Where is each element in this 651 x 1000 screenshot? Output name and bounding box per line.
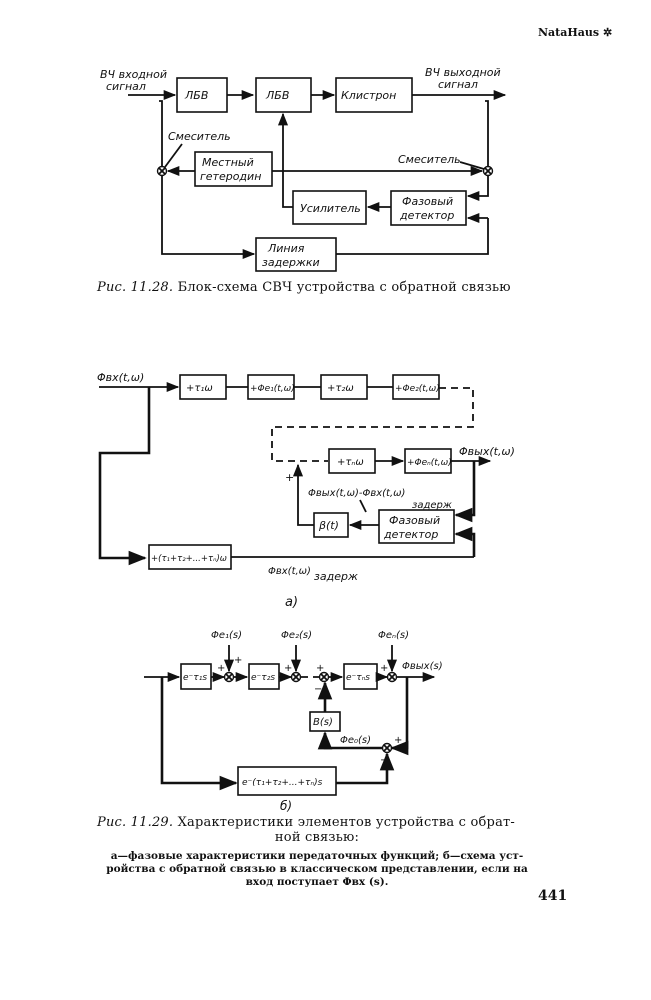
dashed-continuation xyxy=(271,387,474,462)
block-phi-e2 xyxy=(392,374,440,400)
caption-11-29-line1: Характеристики элементов устройства с об… xyxy=(177,815,515,830)
block-exp-delay-label: e⁻(τ₁+τ₂+...+τₙ)s xyxy=(242,778,323,788)
disturbance-1-label: Φe₁(s) xyxy=(211,630,242,641)
block-exp-delay xyxy=(237,766,337,796)
coupler-left xyxy=(159,100,163,167)
plus-sign: + xyxy=(285,471,294,484)
block-local-oscillator-line2: гетеродин xyxy=(200,170,261,183)
block-exp-tau1 xyxy=(180,663,212,690)
block-twt2-label: ЛБВ xyxy=(265,89,289,102)
sign-plus-4: + xyxy=(316,663,324,674)
block-delay-line-line2: задержки xyxy=(262,256,320,269)
block-klystron xyxy=(335,77,413,113)
block-delay-line-line1: Линия xyxy=(267,242,305,255)
sign-plus-1: + xyxy=(217,663,225,674)
block-amplifier-label: Усилитель xyxy=(300,202,361,215)
logo-text: NataHaus xyxy=(538,26,600,39)
block-phi-e1 xyxy=(247,374,295,400)
block-delay-sum xyxy=(148,544,232,570)
difference-label: Φвых(t,ω)-Φвх(t,ω) xyxy=(308,488,405,499)
block-twt2 xyxy=(255,77,312,113)
figure-11-28: ВЧ входной сигнал ЛБВ ЛБВ Клистрон ВЧ вы… xyxy=(100,66,507,272)
block-tau1-label: +τ₁ω xyxy=(186,383,213,394)
caption-11-29-num: Рис. 11.29. xyxy=(97,815,174,830)
caption-desc-line1: а—фазовые характеристики передаточных фу… xyxy=(110,850,524,862)
block-phase-detector xyxy=(390,190,467,226)
block-phi-e1-label: +Φe₁(t,ω) xyxy=(250,384,295,394)
block-tau2-label: +τ₂ω xyxy=(327,383,354,394)
block-beta-label: β(t) xyxy=(318,519,339,532)
block-local-oscillator-line1: Местный xyxy=(202,156,254,169)
block-phi-en-label: +Φeₙ(t,ω) xyxy=(407,458,452,468)
caption-11-29-line2: ной связью: xyxy=(274,830,360,845)
figure-11-29a: Φвх(t,ω) +τ₁ω +Φe₁(t,ω) +τ₂ω +Φe₂(t,ω) +… xyxy=(97,371,515,610)
output-label-line2: сигнал xyxy=(438,78,478,91)
block-tau2 xyxy=(320,374,368,400)
block-exp-tau2-label: e⁻τ₂s xyxy=(251,673,275,683)
delayed-input-label: Φвх(t,ω) xyxy=(268,566,311,577)
block-exp-tau2 xyxy=(248,663,280,690)
input-label-line1: ВЧ входной xyxy=(100,68,167,81)
coupler-right xyxy=(485,100,489,167)
output-phase-label: Φвых(t,ω) xyxy=(459,445,515,458)
caption-desc-line2: ройства с обратной связью в классическом… xyxy=(106,863,528,875)
block-delay-sum-label: +(τ₁+τ₂+...+τₙ)ω xyxy=(151,554,227,564)
block-phase-detector-line1: Фазовый xyxy=(402,195,453,208)
delayed-input-sub: задерж xyxy=(314,570,358,583)
block-phase-detector-a-line1: Фазовый xyxy=(389,514,440,527)
disturbance-2-label: Φe₂(s) xyxy=(281,630,312,641)
mixer-left-label: Смеситель xyxy=(168,130,231,143)
gear-icon: ✲ xyxy=(602,26,613,39)
block-tau-n-label: +τₙω xyxy=(337,457,364,468)
caption-11-29-description: а—фазовые характеристики передаточных фу… xyxy=(94,850,540,889)
block-exp-tau-n xyxy=(343,663,378,690)
figure-11-29b: e⁻τ₁s + Φe₁(s) + e⁻τ₂s + Φe₂(s) + − e⁻τₙ… xyxy=(144,630,443,813)
subfigure-b-label: б) xyxy=(280,799,292,813)
difference-sub: задерж xyxy=(412,500,452,511)
sign-plus-5: + xyxy=(380,663,388,674)
block-exp-tau-n-label: e⁻τₙs xyxy=(346,673,370,683)
block-klystron-label: Клистрон xyxy=(341,89,396,102)
page-number: 441 xyxy=(538,888,568,904)
caption-11-28-num: Рис. 11.28. xyxy=(97,280,174,295)
subfigure-a-label: а) xyxy=(285,595,298,610)
block-local-oscillator xyxy=(194,151,273,187)
mixer-right-label: Смеситель xyxy=(398,153,461,166)
sign-minus-1: − xyxy=(314,684,322,695)
caption-11-28-text: Блок-схема СВЧ устройства с обратной свя… xyxy=(177,280,511,295)
sign-plus-6: + xyxy=(394,735,402,746)
block-phase-detector-a-line2: детектор xyxy=(383,528,438,541)
disturbance-n-label: Φeₙ(s) xyxy=(378,630,409,641)
caption-11-28: Рис. 11.28. Блок-схема СВЧ устройства с … xyxy=(97,280,511,295)
input-phase-label: Φвх(t,ω) xyxy=(97,371,144,384)
block-phi-en xyxy=(404,448,452,474)
output-label-line1: ВЧ выходной xyxy=(425,66,501,79)
publisher-logo: NataHaus ✲ xyxy=(538,26,612,39)
block-tau-n xyxy=(328,448,376,474)
sign-plus-3: + xyxy=(284,663,292,674)
block-exp-tau1-label: e⁻τ₁s xyxy=(183,673,207,683)
block-twt1-label: ЛБВ xyxy=(184,89,208,102)
block-amplifier xyxy=(292,190,367,225)
output-label-b: Φвых(s) xyxy=(402,661,443,672)
error-label: Φe₀(s) xyxy=(340,735,371,746)
block-B-label: B(s) xyxy=(313,717,333,728)
caption-11-29-title: Рис. 11.29. Характеристики элементов уст… xyxy=(97,815,537,845)
sign-plus-2: + xyxy=(234,655,242,666)
input-label-line2: сигнал xyxy=(106,80,146,93)
block-phi-e2-label: +Φe₂(t,ω) xyxy=(395,384,440,394)
block-phase-detector-a xyxy=(378,509,455,544)
block-delay-line xyxy=(255,237,337,272)
block-phase-detector-line2: детектор xyxy=(399,209,454,222)
caption-desc-line3: вход поступает Φвх (s). xyxy=(245,876,389,888)
